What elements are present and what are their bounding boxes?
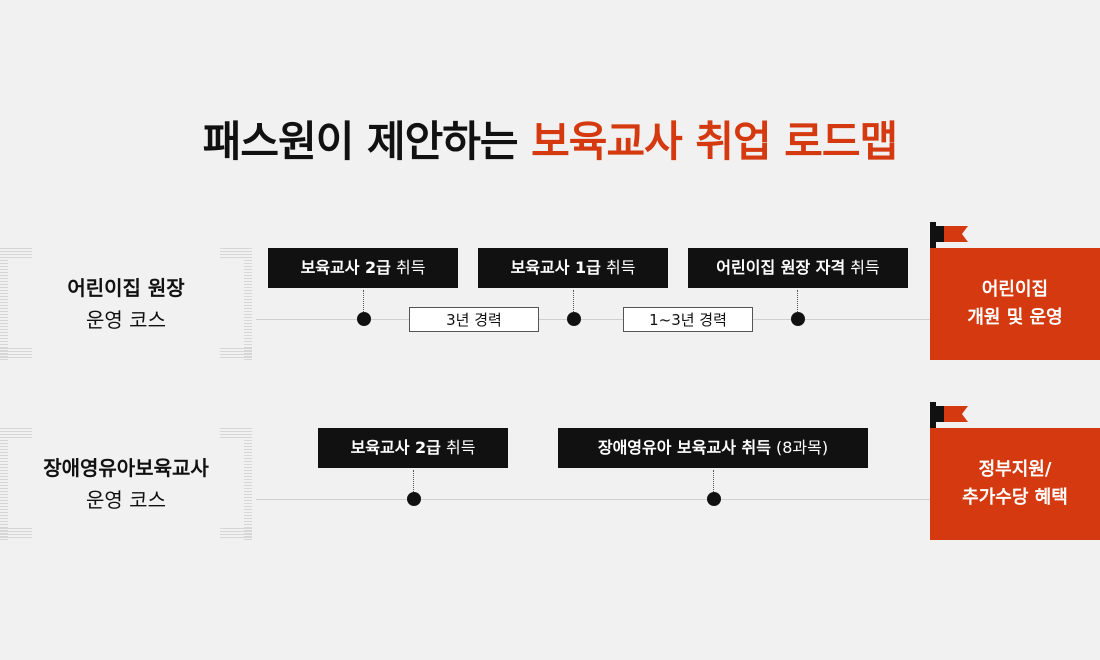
course-subtitle: 운영 코스 (86, 308, 166, 332)
step-childcare-teacher-2: 보육교사 2급 취득 (268, 248, 458, 288)
roadmap-row-director: 어린이집 원장 운영 코스 보육교사 2급 취득 3년 경력 보육교사 1급 취… (0, 222, 1100, 360)
page-title: 패스원이 제안하는 보육교사 취업 로드맵 (0, 112, 1100, 172)
step-connector (573, 290, 574, 312)
course-label: 장애영유아보육교사 운영 코스 (0, 428, 252, 540)
title-prefix: 패스원이 제안하는 (202, 117, 532, 166)
timeline-dot (357, 312, 371, 326)
bracket-right-decoration (220, 428, 252, 540)
timeline-line (256, 499, 932, 500)
step-connector (363, 290, 364, 312)
goal-box: 어린이집 개원 및 운영 (930, 222, 1100, 360)
roadmap-row-special-needs: 장애영유아보육교사 운영 코스 보육교사 2급 취득 장애영유아 보육교사 취득… (0, 402, 1100, 540)
step-childcare-teacher-1: 보육교사 1급 취득 (478, 248, 668, 288)
bracket-right-decoration (220, 248, 252, 360)
step-connector (413, 470, 414, 492)
goal-box: 정부지원/ 추가수당 혜택 (930, 402, 1100, 540)
goal-line1: 정부지원/ (978, 459, 1052, 480)
bracket-left-decoration (0, 428, 32, 540)
course-title: 장애영유아보육교사 (43, 456, 209, 480)
timeline-line (256, 319, 932, 320)
timeline-dot (791, 312, 805, 326)
goal-line2: 추가수당 혜택 (962, 487, 1068, 508)
flag-icon (930, 402, 968, 428)
timeline-dot (567, 312, 581, 326)
step-special-needs-teacher: 장애영유아 보육교사 취득 (8과목) (558, 428, 868, 468)
step-childcare-teacher-2: 보육교사 2급 취득 (318, 428, 508, 468)
gap-experience: 3년 경력 (409, 307, 539, 332)
gap-experience: 1~3년 경력 (623, 307, 753, 332)
timeline-dot (407, 492, 421, 506)
step-connector (713, 470, 714, 492)
step-connector (797, 290, 798, 312)
bracket-left-decoration (0, 248, 32, 360)
step-director-qualification: 어린이집 원장 자격 취득 (688, 248, 908, 288)
goal-line2: 개원 및 운영 (967, 307, 1063, 328)
timeline-dot (707, 492, 721, 506)
title-highlight: 보육교사 취업 로드맵 (531, 117, 898, 166)
course-label: 어린이집 원장 운영 코스 (0, 248, 252, 360)
goal-line1: 어린이집 (981, 279, 1049, 300)
flag-icon (930, 222, 968, 248)
course-subtitle: 운영 코스 (86, 488, 166, 512)
course-title: 어린이집 원장 (67, 276, 185, 300)
